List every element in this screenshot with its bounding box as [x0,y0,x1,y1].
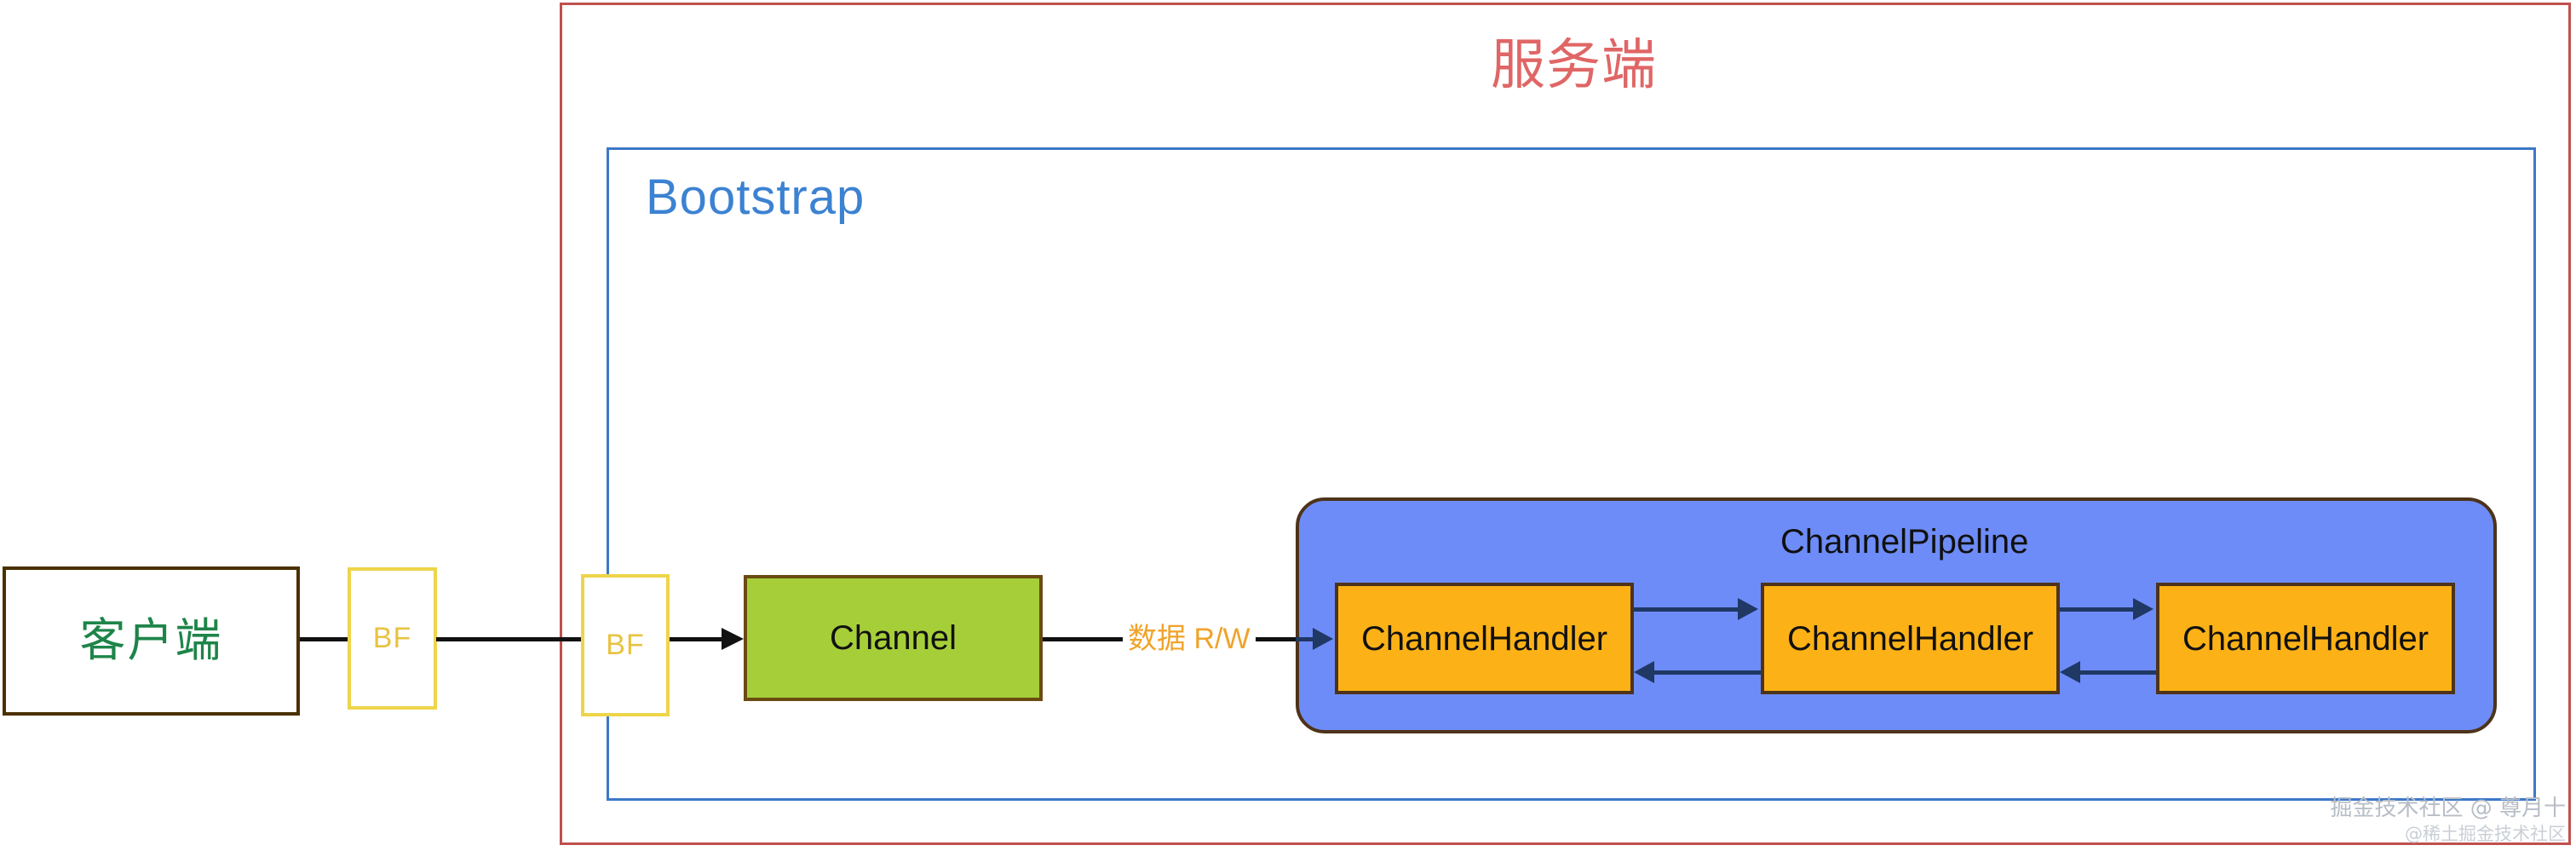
channel-handler-2-label: ChannelHandler [1786,619,2034,658]
edge-client-to-bf-left [300,637,349,641]
arrow-head-handler-1-to-2-icon [1738,598,1758,620]
arrow-head-handler-2-to-3-icon [2133,598,2153,620]
arrow-head-handler-2-to-1-icon [1634,661,1654,683]
edge-handler-1-to-2-forward [1634,607,1738,612]
channel-handler-1-label: ChannelHandler [1360,619,1608,658]
watermark: 掘金技术社区 @ 尊月十 @稀土掘金技术社区 [2181,791,2566,846]
bootstrap-title: Bootstrap [646,170,865,225]
channel-handler-node-2: ChannelHandler [1761,583,2060,694]
arrow-head-handler-3-to-2-icon [2060,661,2080,683]
watermark-sub-text: @稀土掘金技术社区 [2405,824,2566,844]
client-node: 客户端 [3,566,300,716]
byte-buffer-left-label: BF [372,621,412,654]
data-read-write-label: 数据 R/W [1123,615,1256,657]
edge-pipeline-entry [1296,637,1313,641]
channel-pipeline-title: ChannelPipeline [1780,523,2029,561]
server-boundary-frame [560,3,2571,845]
channel-handler-node-3: ChannelHandler [2156,583,2455,694]
byte-buffer-node-left: BF [348,567,437,710]
client-node-label: 客户端 [79,613,223,668]
channel-node: Channel [744,575,1043,701]
edge-bf-right-to-channel [670,637,724,641]
watermark-main-text: 掘金技术社区 @ 尊月十 [2330,796,2566,821]
bootstrap-boundary-frame [607,147,2536,801]
byte-buffer-node-right: BF [581,574,670,716]
arrow-head-to-handler-1-icon [1313,628,1333,650]
edge-handler-2-to-3-forward [2060,607,2133,612]
edge-bf-left-to-bf-right [436,637,583,641]
arrow-head-to-channel-icon [722,628,744,650]
channel-handler-3-label: ChannelHandler [2182,619,2429,658]
channel-handler-node-1: ChannelHandler [1335,583,1634,694]
edge-handler-2-to-1-backward [1654,670,1761,675]
channel-node-label: Channel [829,619,957,657]
edge-handler-3-to-2-backward [2080,670,2156,675]
server-title: 服务端 [1491,34,1657,97]
byte-buffer-right-label: BF [606,628,645,661]
